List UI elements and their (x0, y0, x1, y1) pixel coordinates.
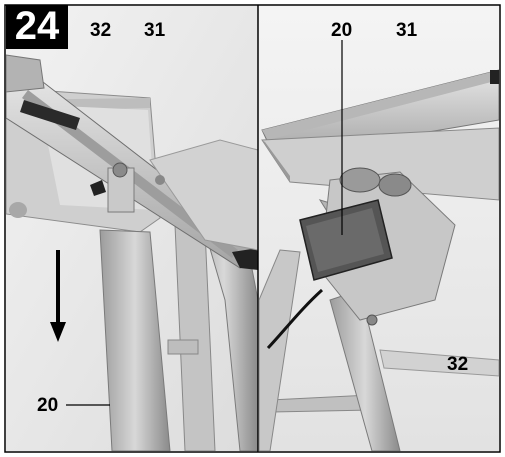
callout-32-right: 32 (447, 354, 469, 375)
figure-number: 24 (14, 4, 60, 48)
left-panel-photo (5, 6, 259, 452)
figure-number-badge (6, 5, 68, 49)
callout-31-right: 31 (396, 20, 418, 41)
right-panel-photo (258, 6, 500, 452)
callout-31-left: 31 (144, 20, 166, 41)
down-arrow-head (50, 322, 66, 342)
callout-20-left: 20 (37, 395, 59, 416)
callout-32-left: 32 (90, 20, 112, 41)
callout-20-right: 20 (331, 20, 353, 41)
